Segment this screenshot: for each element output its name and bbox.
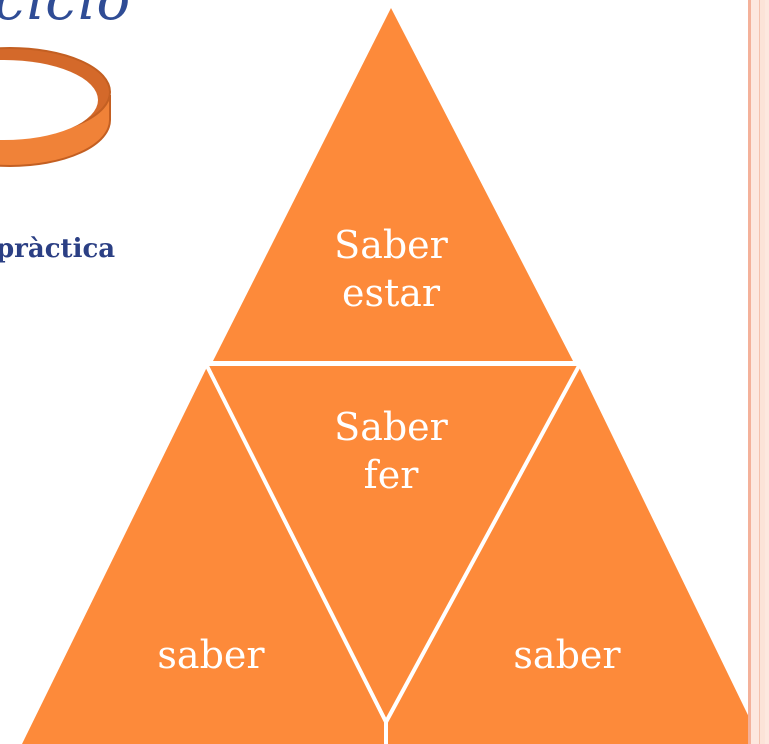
- center-label-line-1: Saber: [334, 405, 448, 449]
- right-panel-stripe: [759, 0, 765, 744]
- pyramid-dividers: [204, 362, 582, 744]
- pyramid-right-label: saber: [513, 633, 621, 677]
- pyramid-top-triangle: [213, 8, 573, 361]
- ring-shape: [0, 47, 111, 167]
- pyramid-center-label: Saber fer: [306, 404, 476, 499]
- pyramid-center-triangle: [208, 365, 578, 718]
- pyramid-top-label: Saber estar: [306, 222, 476, 317]
- top-label-line-2: estar: [341, 270, 441, 315]
- right-side-panel: [748, 0, 769, 744]
- pyramid-right-triangle: [386, 365, 762, 744]
- slide-title-fragment: cicio: [0, 0, 132, 33]
- pyramid-left-label: saber: [157, 633, 265, 677]
- slide-subtitle-fragment: pràctica: [0, 234, 116, 264]
- center-label-line-2: fer: [363, 452, 419, 497]
- top-label-line-1: Saber: [334, 223, 448, 267]
- pyramid-left-triangle: [22, 365, 386, 744]
